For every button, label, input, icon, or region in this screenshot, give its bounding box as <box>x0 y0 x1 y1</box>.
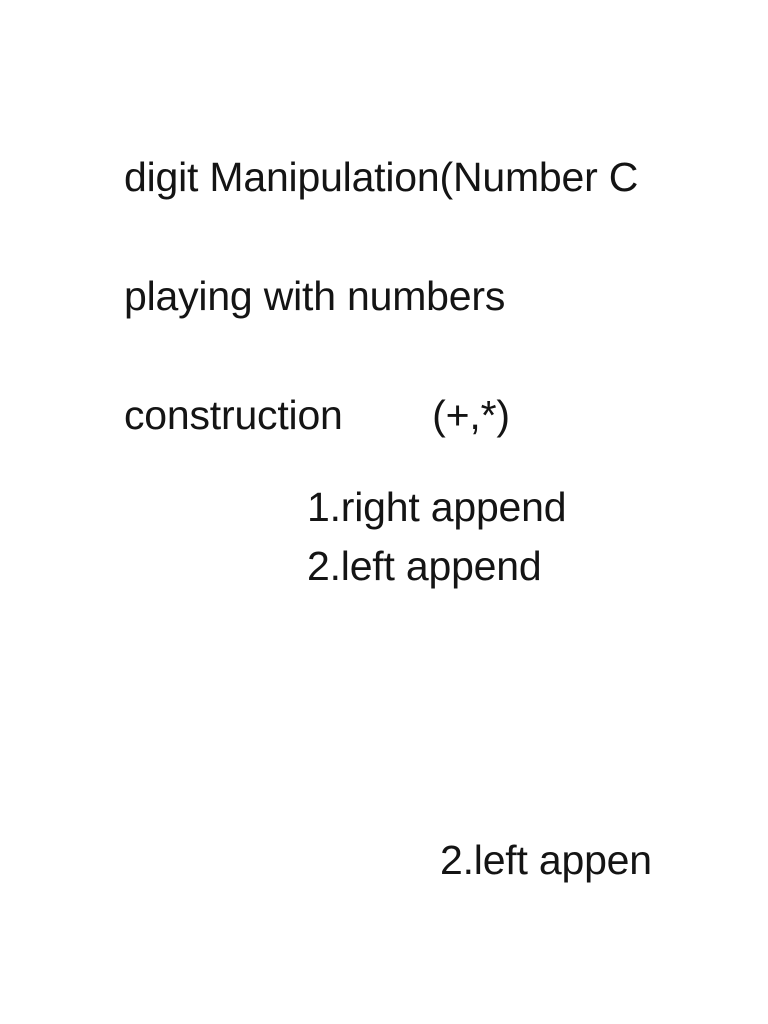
heading-block: digit Manipulation(Number C playing with… <box>124 118 664 475</box>
heading-line-2: playing with numbers <box>124 273 506 319</box>
numbered-list-block: 1.right append 2.left append <box>307 478 707 596</box>
trailing-line-left-appen: 2.left appen <box>440 837 652 883</box>
list-item-left-append: 2.left append <box>307 543 542 589</box>
trailing-block: 2.left appen <box>440 832 660 888</box>
heading-line-3: construction (+,*) <box>124 392 510 438</box>
list-item-right-append: 1.right append <box>307 484 567 530</box>
heading-line-1: digit Manipulation(Number C <box>124 154 639 200</box>
